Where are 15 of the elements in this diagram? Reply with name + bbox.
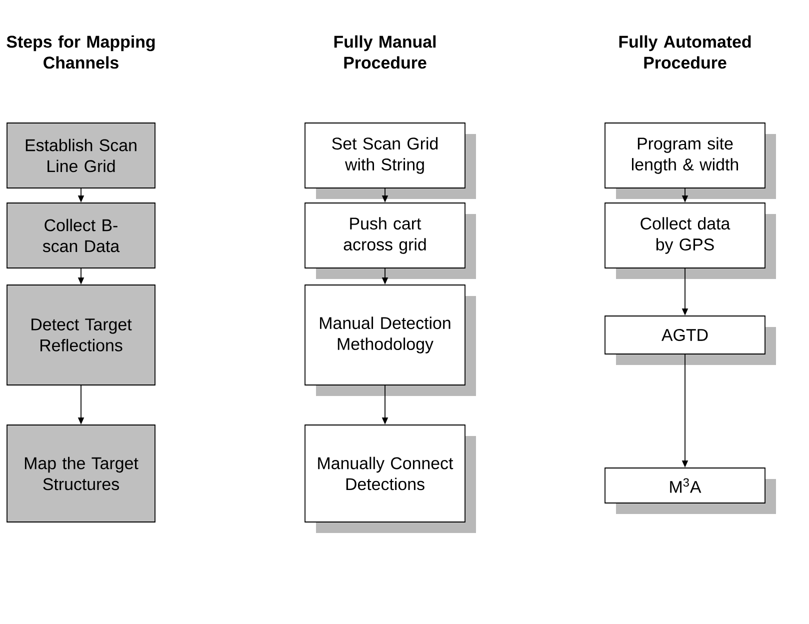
process-box: Map the Target Structures [6, 424, 156, 522]
process-box: Collect B-scan Data [6, 202, 156, 268]
column-heading: Steps for Mapping Channels [6, 35, 155, 69]
process-box: Program site length & width [604, 122, 776, 199]
process-box: AGTD [604, 316, 776, 365]
process-box: Establish Scan Line Grid [6, 122, 156, 188]
process-box: Collect data by GPS [604, 202, 776, 279]
column-heading: Fully Automated Procedure [619, 35, 751, 69]
process-box: Set Scan Grid with String [304, 122, 476, 199]
process-box: Manual Detection Methodology [304, 284, 476, 396]
process-box: M$^{3}$A [604, 468, 776, 514]
process-box: Detect Target Reflections [6, 284, 156, 386]
process-box: Manually Connect Detections [304, 424, 476, 533]
process-box: Push cart across grid [304, 202, 476, 279]
column-heading: Fully Manual Procedure [334, 35, 436, 69]
